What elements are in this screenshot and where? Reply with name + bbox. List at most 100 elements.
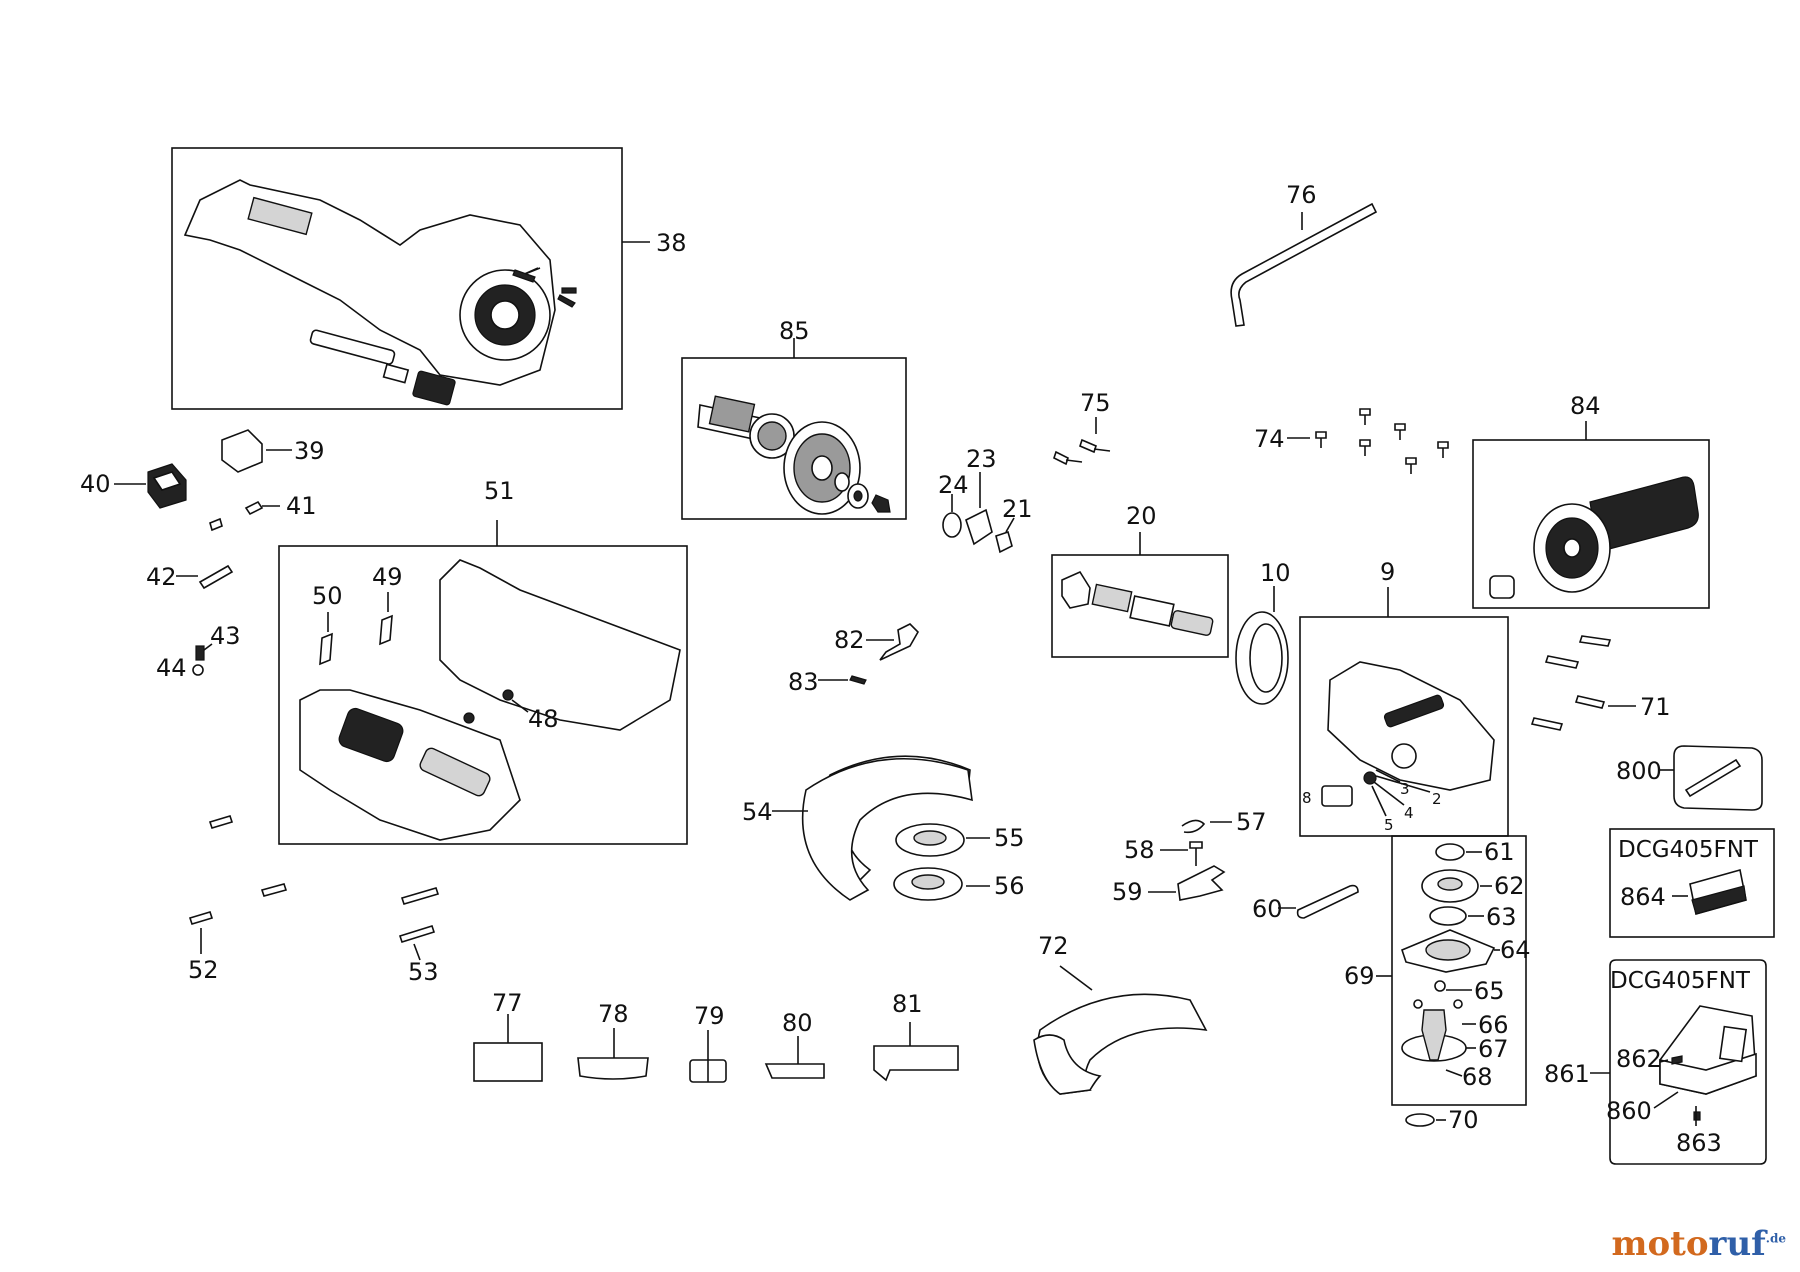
label-860: 860: [1606, 1097, 1652, 1125]
label-58: 58: [1124, 836, 1155, 864]
assembly-20: [1051, 532, 1229, 658]
label-63: 63: [1486, 903, 1517, 931]
label-3: 3: [1400, 780, 1410, 798]
part-75-screws: [1053, 417, 1111, 466]
label-69: 69: [1344, 962, 1375, 990]
label-72: 72: [1038, 932, 1069, 960]
part-77: [473, 1014, 543, 1082]
label-60: 60: [1252, 895, 1283, 923]
part-43-44: [192, 643, 213, 676]
label-49: 49: [372, 563, 403, 591]
part-10: [1235, 586, 1289, 705]
label-23: 23: [966, 445, 997, 473]
label-5: 5: [1384, 816, 1394, 834]
part-60: [1278, 884, 1359, 919]
label-68: 68: [1462, 1063, 1493, 1091]
label-59: 59: [1112, 878, 1143, 906]
label-39: 39: [294, 437, 325, 465]
label-82: 82: [834, 626, 865, 654]
part-76-hex-key: [1230, 202, 1378, 327]
model-label-a: DCG405FNT: [1618, 837, 1759, 863]
label-79: 79: [694, 1002, 725, 1030]
part-52-screws: [188, 815, 288, 954]
label-42: 42: [146, 563, 177, 591]
label-85: 85: [779, 317, 810, 345]
label-800: 800: [1616, 757, 1662, 785]
part-80: [764, 1036, 825, 1079]
part-39: [221, 429, 292, 473]
assembly-38: [171, 147, 650, 410]
label-862: 862: [1616, 1045, 1662, 1073]
label-54: 54: [742, 798, 773, 826]
part-70-ring: [1405, 1113, 1446, 1127]
assembly-51: [278, 520, 688, 845]
label-38: 38: [656, 229, 687, 257]
assembly-84: [1472, 421, 1710, 609]
part-54-guard: [772, 755, 973, 901]
label-66: 66: [1478, 1011, 1509, 1039]
part-82-83: [818, 623, 919, 685]
part-58-screw: [1160, 841, 1203, 866]
label-40: 40: [80, 470, 111, 498]
label-55: 55: [994, 824, 1025, 852]
model-label-b: DCG405FNT: [1610, 968, 1751, 994]
part-79: [689, 1030, 727, 1083]
label-861: 861: [1544, 1060, 1590, 1088]
part-56-nut: [893, 867, 990, 901]
label-52: 52: [188, 956, 219, 984]
label-61: 61: [1484, 838, 1515, 866]
label-62: 62: [1494, 872, 1525, 900]
label-44: 44: [156, 654, 187, 682]
watermark-logo: motoruf.de: [1611, 1224, 1786, 1264]
label-71: 71: [1640, 693, 1671, 721]
label-50: 50: [312, 582, 343, 610]
label-77: 77: [492, 989, 523, 1017]
label-48: 48: [528, 705, 559, 733]
part-50: [319, 612, 333, 666]
label-9: 9: [1380, 558, 1395, 586]
part-24-23-21: [942, 472, 1015, 554]
label-84: 84: [1570, 392, 1601, 420]
assembly-69: [1376, 835, 1527, 1106]
part-71-screws: [1530, 635, 1636, 731]
part-42: [176, 564, 234, 590]
label-8: 8: [1302, 789, 1312, 807]
part-78: [577, 1028, 649, 1080]
label-70: 70: [1448, 1106, 1479, 1134]
part-57-spring: [1181, 819, 1232, 834]
part-48: [463, 689, 529, 724]
label-80: 80: [782, 1009, 813, 1037]
part-40: [114, 463, 187, 509]
label-20: 20: [1126, 502, 1157, 530]
assembly-85: [681, 338, 907, 520]
label-53: 53: [408, 958, 439, 986]
label-76: 76: [1286, 181, 1317, 209]
label-57: 57: [1236, 808, 1267, 836]
part-800: [1658, 745, 1763, 811]
assembly-9: [1299, 587, 1509, 837]
part-72-guard: [1033, 965, 1208, 1095]
label-2: 2: [1432, 790, 1442, 808]
label-24: 24: [938, 471, 969, 499]
label-864: 864: [1620, 883, 1666, 911]
label-10: 10: [1260, 559, 1291, 587]
label-4: 4: [1404, 804, 1414, 822]
model-box-861: [1590, 959, 1767, 1165]
label-56: 56: [994, 872, 1025, 900]
label-83: 83: [788, 668, 819, 696]
part-55-flange: [895, 823, 990, 857]
label-67: 67: [1478, 1035, 1509, 1063]
label-81: 81: [892, 990, 923, 1018]
part-53-screws: [398, 887, 440, 961]
label-78: 78: [598, 1000, 629, 1028]
part-49: [379, 592, 393, 646]
part-74-screws: [1287, 408, 1449, 474]
label-65: 65: [1474, 977, 1505, 1005]
label-863: 863: [1676, 1129, 1722, 1157]
part-81: [873, 1022, 959, 1082]
label-64: 64: [1500, 936, 1531, 964]
label-21: 21: [1002, 495, 1033, 523]
label-41: 41: [286, 492, 317, 520]
label-51: 51: [484, 477, 515, 505]
